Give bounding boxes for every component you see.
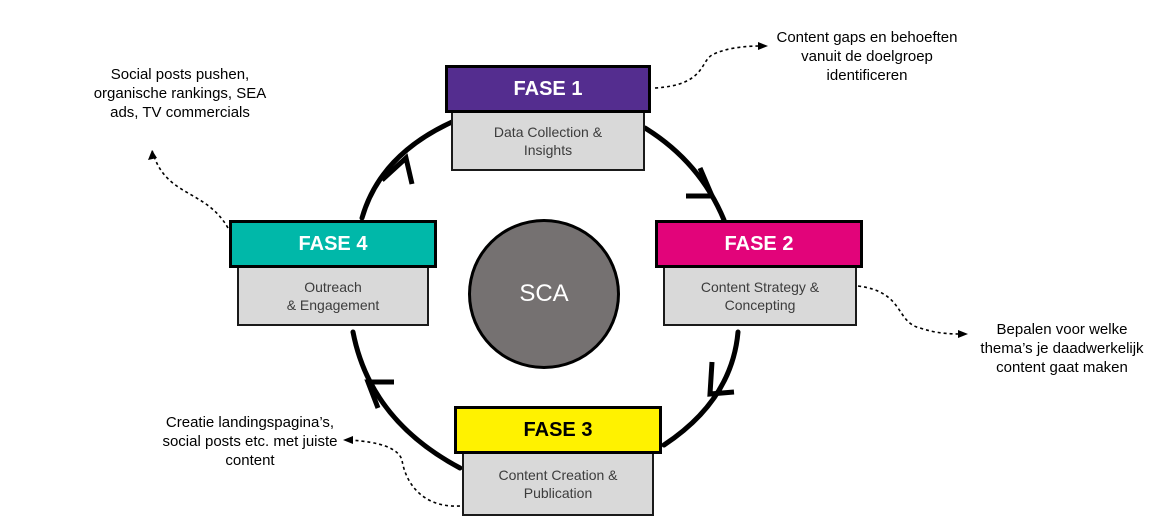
connector-arrow-fase3 [343,436,353,444]
phase-2: FASE 2 Content Strategy & Concepting [655,220,863,326]
connector-annotation-fase3 [349,439,461,507]
annotation-fase2: Bepalen voor welke thema’s je daadwerkel… [980,321,1144,376]
annotation-fase4: Social posts pushen, organische rankings… [93,66,267,121]
connector-arrow-fase4 [148,150,157,160]
annotation-fase1: Content gaps en behoeften vanuit de doel… [776,29,958,84]
phase-4-title: FASE 4 [298,232,368,255]
arc-phase3-to-phase4 [350,329,463,471]
phase-2-subtitle: Content Strategy & Concepting [700,279,820,313]
phase-3-title: FASE 3 [523,418,593,441]
phase-1-body: Data Collection & Insights [451,113,645,171]
phase-1-header: FASE 1 [445,65,651,113]
phase-1-title: FASE 1 [513,77,583,100]
annotation-fase3: Creatie landingspagina’s, social posts e… [162,414,338,469]
arc-phase2-to-phase3 [661,329,741,448]
phase-4: FASE 4 Outreach & Engagement [229,220,437,326]
arc-phase4-to-phase1 [359,119,455,221]
connector-annotation-fase1 [654,45,761,89]
phase-3-subtitle: Content Creation & Publication [498,467,618,501]
arrowhead-to-phase4 [364,379,394,409]
phase-3-header: FASE 3 [454,406,662,454]
phase-2-body: Content Strategy & Concepting [663,268,857,326]
connector-annotation-fase2 [857,285,961,335]
phase-4-subtitle: Outreach & Engagement [286,279,380,313]
phase-4-header: FASE 4 [229,220,437,268]
connector-arrow-fase1 [758,42,768,50]
arc-phase1-to-phase2 [642,125,727,223]
phase-4-body: Outreach & Engagement [237,268,429,326]
phase-2-header: FASE 2 [655,220,863,268]
arrowhead-to-phase1 [380,153,415,185]
connector-annotation-fase4 [151,149,229,229]
phase-3-body: Content Creation & Publication [462,454,654,516]
connector-arrow-fase2 [958,330,968,338]
arrowhead-to-phase2 [686,167,716,199]
phase-2-title: FASE 2 [724,232,794,255]
phase-3: FASE 3 Content Creation & Publication [454,406,662,516]
arrowhead-to-phase3 [707,361,735,397]
phase-1-subtitle: Data Collection & Insights [493,124,603,158]
center-circle-sca: SCA [468,219,620,369]
phase-1: FASE 1 Data Collection & Insights [445,65,651,171]
center-label: SCA [519,280,569,307]
